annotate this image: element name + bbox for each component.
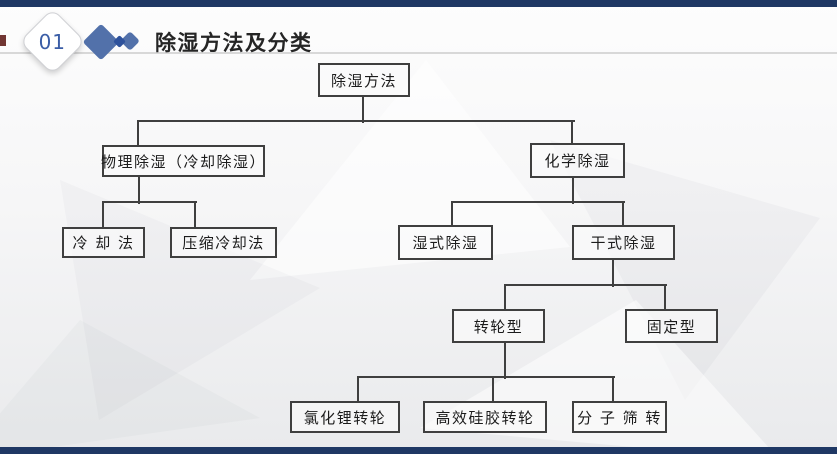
flow-connector-v-physical-out	[138, 177, 140, 204]
flow-connector-v-dry-out	[612, 260, 614, 287]
flow-connector-v-fixed-in	[664, 285, 666, 310]
header-divider-line	[0, 52, 837, 54]
flow-connector-v-sieve-in	[612, 377, 614, 402]
bottom-accent-bar	[0, 447, 837, 454]
flow-connector-v-rotary-out	[504, 343, 506, 379]
background-triangle	[60, 180, 320, 420]
flow-connector-h-rotary-kids	[357, 376, 615, 378]
flow-node-root: 除湿方法	[318, 63, 410, 97]
flow-node-licl-wheel: 氯化锂转轮	[290, 401, 400, 433]
flow-node-dry: 干式除湿	[572, 225, 675, 260]
flow-node-silica-wheel: 高效硅胶转轮	[423, 401, 547, 433]
flow-connector-v-silica-in	[492, 377, 494, 402]
background-triangle	[550, 140, 820, 400]
background-triangle	[0, 320, 260, 454]
flow-node-compression: 压缩冷却法	[170, 227, 277, 258]
top-accent-bar	[0, 0, 837, 7]
flow-connector-h-level1	[137, 120, 575, 122]
slide-title: 除湿方法及分类	[155, 31, 313, 55]
flow-node-rotary: 转轮型	[452, 309, 545, 343]
flow-connector-v-physical-in	[137, 121, 139, 146]
flow-node-cooling: 冷 却 法	[62, 227, 145, 258]
flow-connector-h-dry-kids	[504, 284, 667, 286]
flow-connector-v-root-out	[362, 97, 364, 123]
flow-node-wet: 湿式除湿	[398, 225, 493, 260]
flow-connector-v-wet-in	[451, 202, 453, 226]
flow-connector-v-chemical-in	[571, 121, 573, 144]
left-edge-notch	[0, 35, 6, 46]
section-number: 01	[38, 29, 67, 54]
flow-node-fixed: 固定型	[625, 309, 718, 343]
flow-connector-v-cooling-in	[102, 202, 104, 228]
flow-connector-h-physical-kids	[102, 201, 197, 203]
flow-connector-v-licl-in	[357, 377, 359, 402]
flow-connector-h-chemical-kids	[451, 201, 625, 203]
flow-node-physical: 物理除湿（冷却除湿）	[101, 145, 265, 177]
flow-connector-v-chemical-out	[572, 178, 574, 204]
section-number-badge: 01	[19, 8, 86, 75]
flow-node-chemical: 化学除湿	[530, 143, 625, 178]
flow-connector-v-dry-in	[622, 202, 624, 226]
flow-connector-v-rotary-in	[504, 285, 506, 310]
flow-node-sieve-wheel: 分 子 筛 转	[572, 401, 667, 433]
flow-connector-v-compress-in	[194, 202, 196, 228]
